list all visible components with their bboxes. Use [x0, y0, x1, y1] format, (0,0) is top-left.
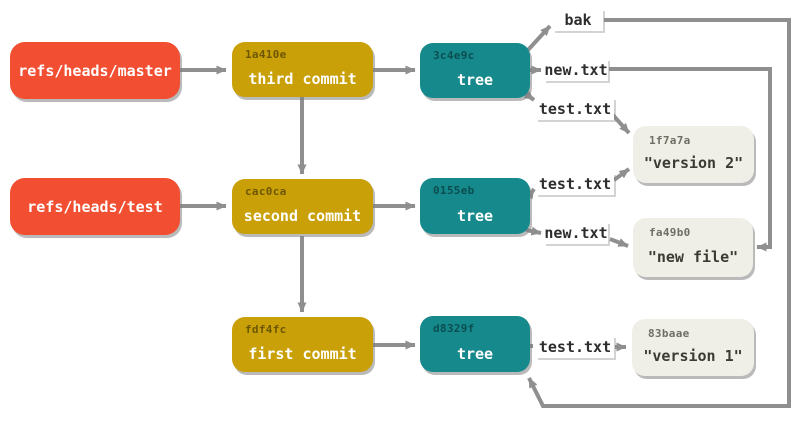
tree3-hash: d8329f: [433, 322, 475, 335]
file-label-newtxt-1: new.txt: [544, 59, 608, 81]
edge-tree2-to-testtxt: [524, 187, 536, 200]
blob-box-fa49b0: fa49b0 "new file": [633, 218, 753, 277]
edge-newtxt2-to-fa49b0: [609, 237, 629, 248]
ref-box-master: refs/heads/master: [10, 42, 180, 99]
commit-box-third: 1a410e third commit: [232, 42, 373, 97]
commit-second-hash: cac0ca: [245, 185, 287, 198]
edge-tree2-to-newtxt: [525, 226, 542, 236]
edge-newtxt1-route-to-fa49b0: [609, 67, 772, 252]
blob1-content: "version 2": [643, 154, 744, 172]
file-label-bak: bak: [553, 9, 603, 31]
tree2-label: tree: [456, 207, 494, 225]
commit-second-label: second commit: [243, 207, 362, 225]
tree1-label: tree: [456, 71, 494, 89]
file-label-testtxt-3-text: test.txt: [538, 338, 612, 356]
file-label-testtxt-1-text: test.txt: [538, 100, 612, 118]
blob1-hash: 1f7a7a: [649, 134, 691, 147]
blob-box-1f7a7a: 1f7a7a "version 2": [633, 126, 754, 183]
edge-testtxt1-to-1f7a7a: [610, 112, 631, 135]
file-label-testtxt-2-text: test.txt: [538, 175, 612, 193]
tree-box-0155eb: 0155eb tree: [420, 178, 530, 234]
ref-test-label: refs/heads/test: [27, 197, 163, 216]
blob3-hash: 83baae: [648, 327, 690, 340]
blob2-hash: fa49b0: [649, 226, 691, 239]
commit-box-second: cac0ca second commit: [232, 179, 373, 234]
file-label-testtxt-3: test.txt: [536, 336, 614, 358]
tree2-hash: 0155eb: [433, 184, 475, 197]
edge-testtxt2-to-1f7a7a: [612, 167, 631, 182]
tree-box-d8329f: d8329f tree: [420, 316, 530, 372]
edge-tree1-to-bak: [526, 24, 552, 52]
commit-third-label: third commit: [248, 70, 357, 88]
file-label-bak-text: bak: [564, 11, 592, 29]
file-label-newtxt-2: new.txt: [544, 222, 608, 244]
blob3-content: "version 1": [643, 347, 743, 365]
file-label-testtxt-1: test.txt: [536, 98, 614, 120]
edge-tree1-to-testtxt: [523, 90, 536, 102]
file-label-newtxt-1-text: new.txt: [544, 61, 608, 79]
commit-box-first: fdf4fc first commit: [232, 317, 373, 372]
file-label-newtxt-2-text: new.txt: [544, 224, 608, 242]
tree1-hash: 3c4e9c: [433, 49, 475, 62]
tree3-label: tree: [456, 345, 494, 363]
edge-bak-route-to-tree3: [527, 18, 791, 408]
commit-third-hash: 1a410e: [245, 48, 287, 61]
commit-first-label: first commit: [248, 345, 357, 363]
ref-master-label: refs/heads/master: [18, 61, 172, 80]
commit-first-hash: fdf4fc: [245, 323, 287, 336]
ref-box-test: refs/heads/test: [10, 178, 180, 235]
blob2-content: "new file": [647, 248, 739, 266]
file-label-testtxt-2: test.txt: [536, 173, 614, 195]
blob-box-83baae: 83baae "version 1": [632, 319, 754, 376]
tree-box-3c4e9c: 3c4e9c tree: [420, 43, 530, 98]
